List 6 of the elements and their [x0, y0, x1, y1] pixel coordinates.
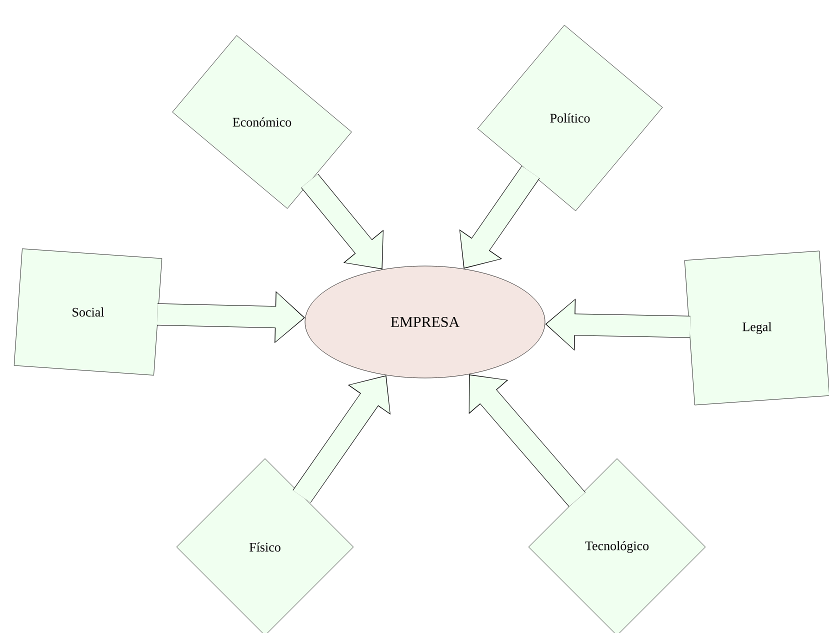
callout-box: Político — [477, 24, 663, 212]
callout-box: Económico — [172, 35, 352, 209]
callout-box: Físico — [176, 458, 354, 633]
callout-box: Social — [14, 248, 162, 376]
callout-box: Legal — [684, 250, 829, 406]
callout-box: Tecnológico — [528, 458, 706, 633]
